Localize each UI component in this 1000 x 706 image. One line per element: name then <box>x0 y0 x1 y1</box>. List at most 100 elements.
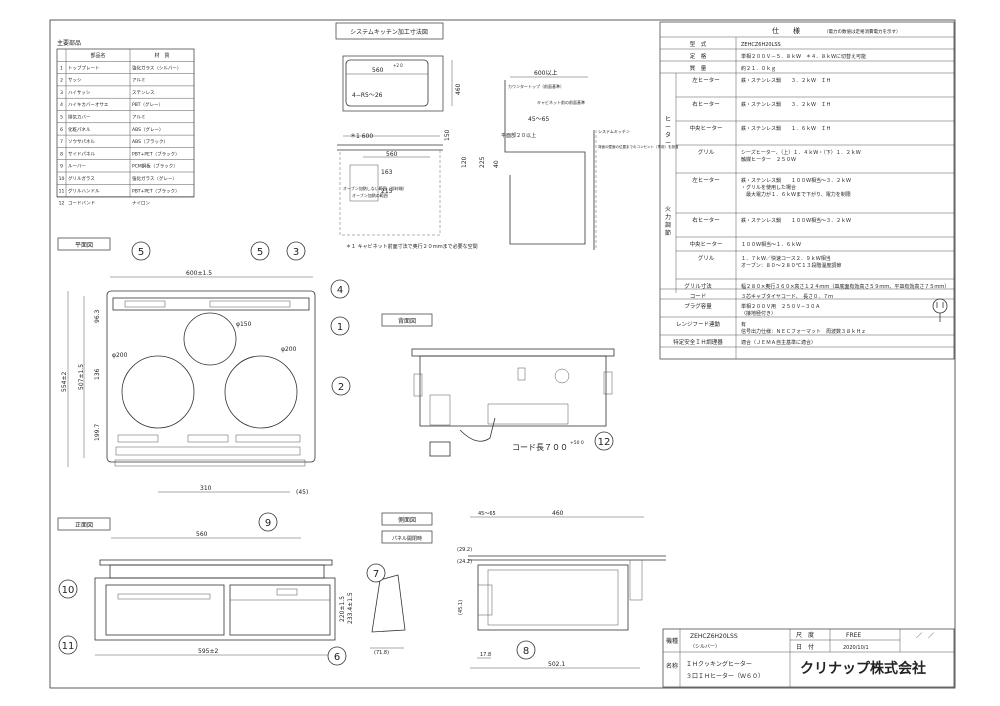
sheet-border <box>49 19 956 689</box>
spec-value: 鉄・ステンレス鍋 １００Ｗ相当〜３．２ｋＷ <box>741 217 851 224</box>
parts-row-name: トッププレート <box>68 65 100 71</box>
parts-row-material: 強化ガラス（グレー） <box>132 175 177 182</box>
parts-row-name: 化粧パネル <box>68 126 91 133</box>
spec-value: 適合（ＪＥＭＡ自主基準に適合） <box>741 339 816 346</box>
spec-power-label: 調 <box>665 221 671 229</box>
parts-row-name: グリルハンドル <box>68 187 100 194</box>
parts-row-no: 2 <box>60 78 63 84</box>
svg-text:φ200: φ200 <box>112 352 128 359</box>
svg-text:40: 40 <box>493 160 500 168</box>
parts-row-no: 4 <box>60 102 63 108</box>
svg-text:平面部２０以上: 平面部２０以上 <box>501 132 536 139</box>
callout-6: 6 <box>334 652 340 663</box>
spec-value: 鉄・ステンレス鍋 ３．２ｋＷ ＩＨ <box>741 77 831 84</box>
svg-text:560: 560 <box>386 151 398 158</box>
svg-text:460: 460 <box>455 83 462 95</box>
parts-row-name: ソウサパネル <box>68 138 95 145</box>
spec-label: 右ヒーター <box>692 100 720 108</box>
svg-text:220±1.5: 220±1.5 <box>339 596 346 622</box>
svg-text:460: 460 <box>552 510 564 517</box>
callout-9: 9 <box>265 518 271 529</box>
parts-row-no: 9 <box>60 164 63 170</box>
kitchen-dim-600over: 600以上 <box>534 69 557 77</box>
front-view: 正面図 560 595±2 220±1.5 233.4±1.5 <box>57 517 354 656</box>
spec-heater-label: ー <box>665 140 671 147</box>
spec-title: 仕 様 <box>772 26 800 35</box>
cord-length: コード長７００ <box>512 443 568 452</box>
spec-value: ３芯キャブタイヤコード、 長さ０．７ｍ <box>741 293 833 300</box>
spec-label: 中央ヒーター <box>689 240 722 248</box>
spec-power-label: 火 <box>665 206 671 213</box>
spec-label: グリル <box>698 254 715 262</box>
svg-text:2020/10/1: 2020/10/1 <box>843 645 869 651</box>
parts-row-name: 排気カバー <box>68 114 91 121</box>
svg-text:554±2: 554±2 <box>61 372 68 392</box>
svg-text:３口ＩＨヒーター（Ｗ６０）: ３口ＩＨヒーター（Ｗ６０） <box>686 672 764 680</box>
grill-handle <box>117 593 211 600</box>
spec-power-label: 節 <box>665 229 671 237</box>
svg-text:（シルバー）: （シルバー） <box>690 644 720 650</box>
svg-text:(29.2): (29.2) <box>457 547 472 553</box>
spec-value: 有 <box>741 321 746 328</box>
spec-value: 約２１．０ｋｇ <box>741 65 776 72</box>
parts-row-material: PCM鋼板（ブラック） <box>132 163 178 170</box>
parts-row-no: 11 <box>59 188 65 194</box>
spec-value: ZEHCZ6H20LSS <box>741 42 781 48</box>
parts-header-name: 部品名 <box>90 52 105 59</box>
spec-label: グリル寸法 <box>684 282 712 290</box>
model-number: ZEHCZ6H20LSS <box>690 633 738 640</box>
callout-2: 2 <box>338 382 344 393</box>
parts-row-no: 10 <box>59 176 65 182</box>
svg-text:150: 150 <box>444 129 451 141</box>
parts-row-name: ルーバー <box>68 164 86 170</box>
spec-label: 特定安全ＩＨ調理器 <box>673 338 723 346</box>
svg-text:45〜65: 45〜65 <box>528 116 549 123</box>
parts-row-no: 7 <box>60 139 63 145</box>
parts-row-material: アルミ <box>132 115 145 121</box>
callout-11: 11 <box>62 641 75 652</box>
grill-body <box>94 577 336 641</box>
spec-label: グリル <box>698 148 715 156</box>
svg-text:オーブン加熱しない範囲（部材端）: オーブン加熱しない範囲（部材端） <box>343 185 407 191</box>
spec-value: オーブン：８０〜２８０℃１３段階温度調節 <box>741 262 841 269</box>
svg-text:尺 度: 尺 度 <box>796 631 814 639</box>
svg-text:オーブン加熱の範囲: オーブン加熱の範囲 <box>352 192 388 198</box>
svg-text:233.4±1.5: 233.4±1.5 <box>347 592 354 624</box>
front-title: 正面図 <box>75 522 93 529</box>
plan-view: 平面図 600±1.5 φ150 φ200 φ200 554±2 507±1.5… <box>57 237 316 496</box>
callout-3: 3 <box>293 247 299 258</box>
spec-value: 鉄・ステンレス鍋 １００Ｗ相当〜３．２ｋＷ <box>741 177 851 184</box>
top-plate <box>106 290 316 463</box>
spec-power-label: 力 <box>665 213 671 221</box>
parts-row-material: PBT+PET（ブラック） <box>132 150 180 157</box>
spec-value: 最大電力が１．６ｋＷまで下がり、電力を制限 <box>741 191 851 198</box>
exhaust-cover <box>112 297 310 311</box>
spec-label: 左ヒーター <box>692 76 720 84</box>
spec-value: 単相２００Ｖ－５．８ｋＷ ＊４．８ｋＷに切替え可能 <box>741 53 866 60</box>
svg-text:名称: 名称 <box>666 662 678 670</box>
svg-text:機種: 機種 <box>666 637 678 645</box>
svg-text:パネル開閉時: パネル開閉時 <box>392 536 422 542</box>
spec-heater-label: タ <box>665 131 671 139</box>
parts-row-material: 強化ガラス（シルバー） <box>132 64 181 71</box>
kitchen-cutout-diagram: システムキッチン加工寸法図 560 +2 0 4−R5〜26 460 ＊1 60… <box>335 22 679 250</box>
plan-dim-top: 600±1.5 <box>186 270 212 277</box>
svg-text:136: 136 <box>94 368 101 380</box>
svg-text:(45.1): (45.1) <box>458 600 464 615</box>
company-name: クリナップ株式会社 <box>800 660 926 677</box>
spec-label: 右ヒーター <box>692 216 720 224</box>
svg-text:(71.8): (71.8) <box>374 650 389 656</box>
parts-row-no: 1 <box>60 65 63 71</box>
svg-text:199.7: 199.7 <box>94 424 101 441</box>
spec-value: （接地極付き） <box>741 310 776 317</box>
svg-text:／ ／: ／ ／ <box>916 633 934 640</box>
callout-4: 4 <box>337 285 343 296</box>
svg-text:φ150: φ150 <box>236 321 252 328</box>
parts-row-name: サイドパネル <box>68 151 95 157</box>
parts-table-title: 主要部品 <box>57 39 81 47</box>
spec-value: 触媒ヒーター ２５０Ｗ <box>741 156 796 163</box>
